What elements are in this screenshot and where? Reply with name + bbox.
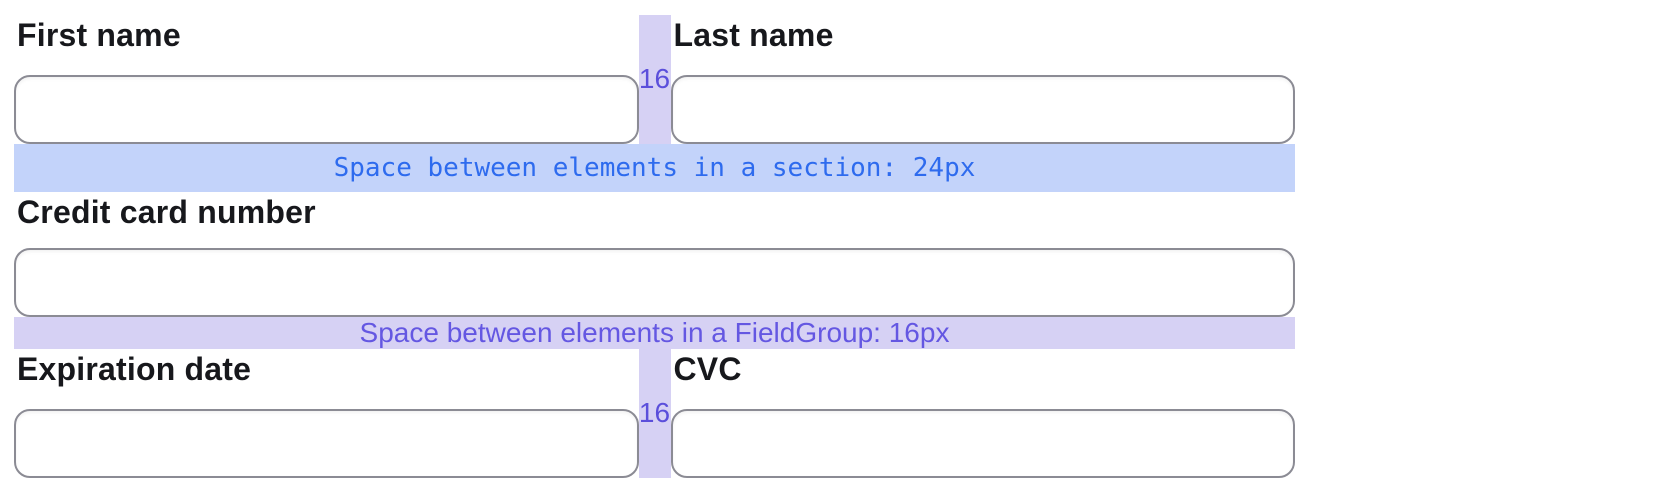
form-section: First name 16 Last name Space between el…: [14, 15, 1295, 478]
section-spacing-text: Space between elements in a section: 24p…: [333, 153, 976, 183]
name-field-row: First name 16 Last name: [14, 15, 1295, 144]
last-name-input[interactable]: [670, 75, 1295, 144]
expiry-field-row: Expiration date 16 CVC: [14, 349, 1295, 478]
cvc-field: CVC: [670, 349, 1295, 478]
horizontal-gap-bar: 16: [638, 349, 671, 478]
horizontal-gap-bar: 16: [638, 15, 671, 144]
last-name-field: Last name: [670, 15, 1295, 144]
cvc-input[interactable]: [670, 409, 1295, 478]
section-spacing-band: Space between elements in a section: 24p…: [14, 144, 1295, 192]
first-name-field: First name: [14, 15, 639, 144]
last-name-label: Last name: [673, 17, 834, 53]
expiration-date-field: Expiration date: [14, 349, 639, 478]
gap-size-label: 16: [638, 397, 671, 428]
first-name-label: First name: [17, 17, 181, 53]
expiration-date-input[interactable]: [14, 409, 639, 478]
expiration-date-label: Expiration date: [17, 351, 252, 387]
gap-size-label: 16: [638, 63, 671, 94]
fieldgroup-spacing-text: Space between elements in a FieldGroup: …: [359, 317, 950, 348]
first-name-input[interactable]: [14, 75, 639, 144]
credit-card-field: Credit card number: [14, 192, 1295, 317]
credit-card-label: Credit card number: [17, 194, 316, 230]
fieldgroup-spacing-band: Space between elements in a FieldGroup: …: [14, 317, 1295, 349]
credit-card-input[interactable]: [14, 248, 1295, 317]
cvc-label: CVC: [673, 351, 742, 387]
